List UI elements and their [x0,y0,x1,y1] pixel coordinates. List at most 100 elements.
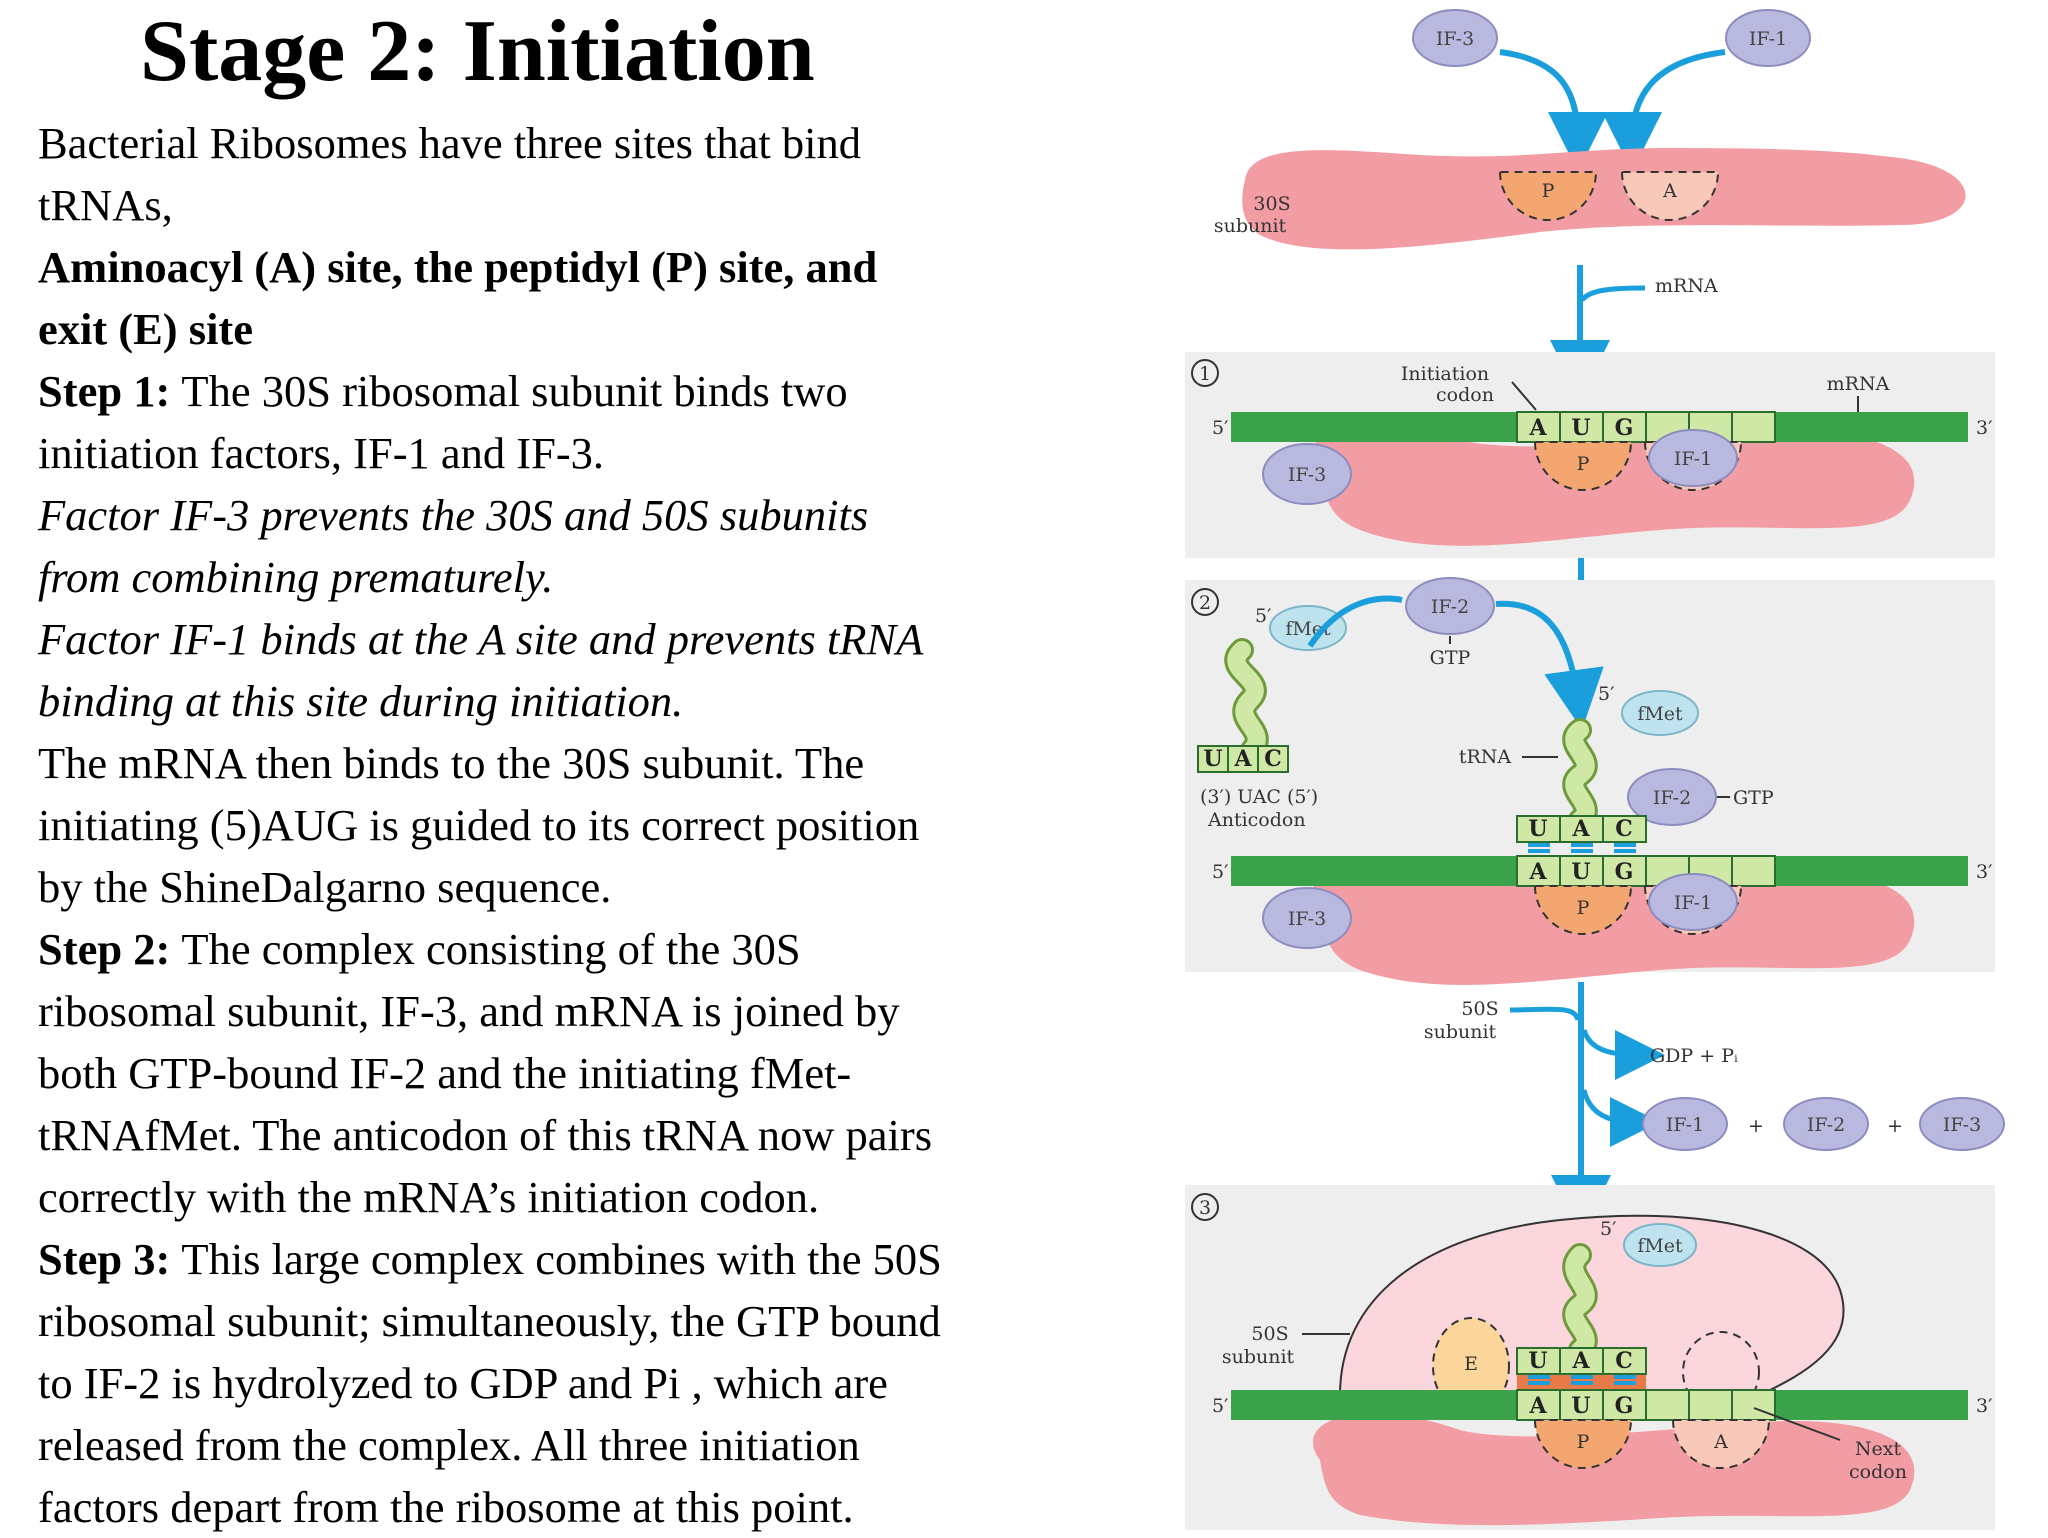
next-codon-label-1: Next [1855,1438,1902,1460]
50s-join-arrow [1509,1006,1581,1021]
body-text-run: released from the complex. All three ini… [38,1420,860,1470]
five-prime-free-trna: 5′ [1255,605,1271,627]
body-text-run: initiating (5)AUG is guided to its corre… [38,800,920,850]
svg-text:G: G [1615,415,1634,441]
body-text-run: ribosomal subunit, IF-3, and mRNA is joi… [38,986,900,1036]
if3-label-top: IF-3 [1436,28,1474,50]
body-line: initiating (5)AUG is guided to its corre… [38,794,1088,856]
mrna-codons-step1: A U G [1516,411,1776,443]
gdp-release-arrow [1581,1029,1665,1080]
slide-title: Stage 2: Initiation [140,3,815,100]
body-text-run: factors depart from the ribosome at this… [38,1482,854,1532]
body-line: factors depart from the ribosome at this… [38,1476,1088,1538]
svg-text:U: U [1528,1348,1547,1374]
bound-trna-body [1565,721,1595,829]
svg-text:U: U [1528,816,1547,842]
plus-1: + [1748,1115,1764,1137]
init-codon-label-1: Initiation [1401,363,1489,385]
five-prime-step1: 5′ [1212,417,1228,439]
slide-body-text: Bacterial Ribosomes have three sites tha… [38,112,1088,1538]
init-codon-label-2: codon [1436,384,1494,406]
50s-label-release-2: subunit [1424,1021,1497,1043]
three-prime-step2: 3′ [1976,861,1992,883]
if2-released-label: IF-2 [1807,1114,1845,1136]
mrna-label-step1: mRNA [1827,373,1890,395]
body-text-run: both GTP-bound IF-2 and the initiating f… [38,1048,852,1098]
fmet-free [1269,605,1347,651]
svg-text:U: U [1571,415,1590,441]
if3-released-label: IF-3 [1943,1114,1981,1136]
body-line: Factor IF-3 prevents the 30S and 50S sub… [38,484,1088,546]
arrow-if2-in [1495,600,1604,730]
body-text-run: initiation factors, IF-1 and IF-3. [38,428,605,478]
body-line: from combining prematurely. [38,546,1088,608]
base-pairs-step3 [1517,1375,1646,1389]
body-text-run: tRNAfMet. The anticodon of this tRNA now… [38,1110,933,1160]
body-text-run: Step 1: [38,366,182,416]
svg-text:C: C [1615,816,1633,842]
if2-released [1783,1097,1869,1151]
50s-label-step3-2: subunit [1222,1346,1295,1368]
body-line: tRNAfMet. The anticodon of this tRNA now… [38,1104,1088,1166]
top-section: IF-3 IF-1 P A 30S subunit mRNA [1214,9,1966,400]
factors-release-arrow [1581,1089,1660,1147]
trna-label: tRNA [1459,746,1512,768]
anticodon-note-1: (3′) UAC (5′) [1200,786,1318,808]
30s-subunit-step2 [1312,863,1915,985]
anticodon-bound: U A C [1516,815,1647,843]
if3-factor-top [1412,9,1498,67]
five-prime-step3: 5′ [1212,1395,1228,1417]
p-label-step1: P [1577,453,1590,475]
body-text-run: Step 2: [38,924,182,974]
50s-label-step3-1: 50S [1251,1323,1288,1345]
a-label-step3: A [1713,1431,1728,1453]
svg-text:A: A [1528,859,1547,885]
mrna-label-top: mRNA [1655,275,1718,297]
body-text-run: from combining prematurely. [38,552,554,602]
p-site-step1 [1533,441,1633,491]
body-line: ribosomal subunit; simultaneously, the G… [38,1290,1088,1352]
if2-bound-label: IF-2 [1653,787,1691,809]
30s-subunit-step1 [1312,423,1915,546]
p-label-step2: P [1577,897,1590,919]
next-codon-pointer [1753,1407,1841,1441]
body-line: initiation factors, IF-1 and IF-3. [38,422,1088,484]
step3-marker-circle [1191,1193,1219,1221]
trna-step3-body [1565,1246,1595,1359]
a-site-top [1620,171,1720,221]
svg-text:A: A [1528,415,1547,441]
body-line: The mRNA then binds to the 30S subunit. … [38,732,1088,794]
if1-released-label: IF-1 [1666,1114,1704,1136]
arrow-if1-in [1602,49,1726,172]
body-line: exit (E) site [38,298,1088,360]
plus-2: + [1887,1115,1903,1137]
mrna-codons-step2: A U G [1516,855,1776,887]
body-text-run: Factor IF-3 prevents the 30S and 50S sub… [38,490,869,540]
body-text-run: The complex consisting of the 30S [181,924,801,974]
svg-text:A: A [1571,1348,1590,1374]
fmet-step3-label: fMet [1637,1235,1683,1257]
30s-subunit-top [1242,148,1966,250]
body-line: Step 2: The complex consisting of the 30… [38,918,1088,980]
if3-factor-step1 [1262,443,1352,505]
if1-label-step1: IF-1 [1674,448,1712,470]
three-prime-step3: 3′ [1976,1395,1992,1417]
body-line: correctly with the mRNA’s initiation cod… [38,1166,1088,1228]
step1-panel: 1 A U G 5′ 3′ Initiation codon mRNA P [1185,352,1995,558]
svg-text:U: U [1571,1393,1590,1419]
body-line: Bacterial Ribosomes have three sites tha… [38,112,1088,174]
body-text-run: Bacterial Ribosomes have three sites tha… [38,118,862,168]
if1-factor-step1 [1648,429,1738,487]
p-site-step2 [1533,885,1633,935]
body-text-run: The 30S ribosomal subunit binds two [181,366,848,416]
body-text-run: by the ShineDalgarno sequence. [38,862,612,912]
body-text-run: Aminoacyl (A) site, the peptidyl (P) sit… [38,242,878,292]
svg-text:U: U [1203,746,1222,772]
if1-label-top: IF-1 [1749,28,1787,50]
a-site-step3 [1671,1419,1771,1469]
step2-marker: 2 [1199,592,1211,614]
body-text-run: This large complex combines with the 50S [181,1234,942,1284]
mrna-codons-step3: A U G [1516,1389,1776,1421]
step2-marker-circle [1191,588,1219,616]
